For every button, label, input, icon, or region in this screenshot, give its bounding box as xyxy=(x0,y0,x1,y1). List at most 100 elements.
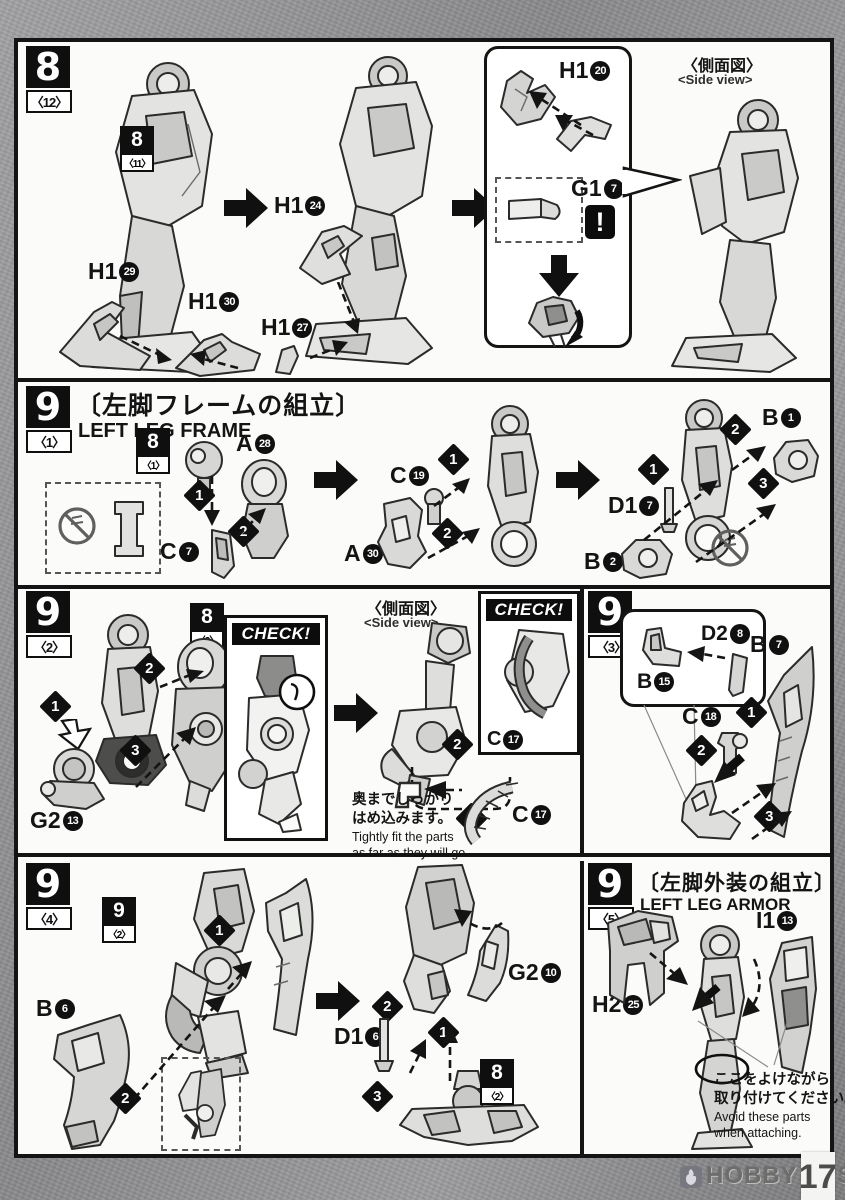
step-number: 9 xyxy=(26,386,70,428)
part-number-circle: 30 xyxy=(219,291,240,312)
part-number-circle: 13 xyxy=(777,910,798,931)
part-code: H1 xyxy=(261,314,291,340)
illustration-check-detail-2 xyxy=(504,629,570,719)
white-arrow xyxy=(57,719,93,751)
part-code: D1 xyxy=(608,492,638,518)
next-step-arrow xyxy=(224,188,268,228)
step9-5-panel: 9 〈5〉 〔左脚外装の組立〕 LEFT LEG ARMOR H2 25 xyxy=(584,861,845,1158)
part-code: B xyxy=(750,631,767,657)
step9-4-5-section: 9 〈4〉 9 〈2〉 xyxy=(18,861,845,1158)
part-code: H1 xyxy=(88,258,118,284)
step-number: 9 xyxy=(26,863,70,905)
part-code: G2 xyxy=(30,807,61,833)
part-number-circle: 6 xyxy=(54,998,75,1019)
avoid-note: ここをよけながら 取り付けてください。 Avoid these parts wh… xyxy=(714,1071,845,1141)
part-label-i1-13: I1 13 xyxy=(756,907,798,934)
step9-3-panel: 9 〈3〉 B 15 D2 xyxy=(584,589,830,853)
part-code: I1 xyxy=(756,907,776,933)
illustration-foot-armor-left xyxy=(59,301,151,371)
illustration-g2-13-part xyxy=(40,748,105,810)
step-substep: 〈4〉 xyxy=(26,907,72,930)
part-label-h1-27: H1 27 xyxy=(261,314,313,341)
illustration-foot-armor-right xyxy=(175,333,261,377)
next-step-arrow xyxy=(334,693,378,733)
note-en-line1: Avoid these parts xyxy=(714,1109,811,1124)
section-title-jp: 〔左脚フレームの組立〕 xyxy=(76,392,362,420)
next-step-arrow xyxy=(556,460,600,500)
note-jp-line2: はめ込みます。 xyxy=(352,810,453,827)
order-marker-1: 1 xyxy=(427,1016,460,1049)
part-number-circle: 7 xyxy=(768,634,789,655)
illustration-shin-armor-right xyxy=(265,878,314,1036)
step9-1-badge: 9 〈1〉 xyxy=(26,386,72,453)
side-view-label-jp: 〈側面図〉 xyxy=(682,58,763,75)
order-marker-3: 3 xyxy=(361,1080,394,1113)
side-view-label-en: <Side view> xyxy=(364,615,439,630)
illustration-c7-bracket xyxy=(211,529,235,579)
prohibition-inset-box xyxy=(45,482,161,574)
next-step-arrow xyxy=(314,460,358,500)
part-number-circle: 25 xyxy=(623,994,644,1015)
part-label-b-1: B 1 xyxy=(762,404,801,431)
part-number-circle: 7 xyxy=(639,495,660,516)
ref-substep: 〈11〉 xyxy=(120,153,154,172)
side-view-label-jp: 〈側面図〉 xyxy=(366,601,447,618)
part-number-circle: 17 xyxy=(503,729,524,750)
part-label-d1-7: D1 7 xyxy=(608,492,660,519)
part-label-b-6: B 6 xyxy=(36,995,75,1022)
part-code: H1 xyxy=(188,288,218,314)
section-title-en: LEFT LEG ARMOR xyxy=(640,895,791,914)
ref-label-9-2: 9 〈2〉 xyxy=(102,897,136,943)
step9-4-badge: 9 〈4〉 xyxy=(26,863,72,930)
part-code: H1 xyxy=(559,57,589,83)
illustration-frame-leg xyxy=(487,405,539,567)
part-code: C xyxy=(682,703,699,729)
ref-substep: 〈1〉 xyxy=(136,455,170,474)
ref-step: 9 xyxy=(102,897,136,924)
part-label-h1-24: H1 24 xyxy=(274,192,326,219)
step-substep: 〈2〉 xyxy=(26,635,72,658)
illustration-peg-part xyxy=(114,501,144,557)
down-arrow xyxy=(539,255,579,297)
step-substep: 〈12〉 xyxy=(26,90,72,113)
illustration-h2-25-thigh-armor xyxy=(607,910,679,1006)
part-number-circle: 13 xyxy=(62,810,83,831)
part-number-circle: 10 xyxy=(540,962,561,983)
part-label-g2-10: G2 10 xyxy=(508,959,561,986)
part-number-circle: 24 xyxy=(305,195,326,216)
illustration-cable-c17 xyxy=(464,780,519,846)
illustration-foot-unit xyxy=(399,1070,539,1146)
watermark-brand-right: SEARCH xyxy=(838,1152,845,1200)
part-number-circle: 15 xyxy=(654,672,675,692)
prohibition-icon xyxy=(711,529,749,567)
check-box-1: CHECK! xyxy=(224,615,328,841)
part-code: G2 xyxy=(508,959,539,985)
step-number: 9 xyxy=(588,863,632,905)
illustration-inset-detail xyxy=(178,1068,226,1140)
section-title-jp: 〔左脚外装の組立〕 xyxy=(638,872,836,895)
part-code: B xyxy=(762,404,779,430)
part-label-c-17: C 17 xyxy=(512,801,551,828)
watermark-brand-left: HOBBY xyxy=(706,1162,798,1189)
part-label-h1-29: H1 29 xyxy=(88,258,140,285)
part-number-circle: 28 xyxy=(254,433,275,454)
illustration-hip-joint-part xyxy=(241,459,289,559)
part-number-circle: 19 xyxy=(408,465,429,486)
part-code: A xyxy=(344,540,361,566)
part-number-circle: 20 xyxy=(590,60,611,81)
illustration-b15-part xyxy=(642,627,682,667)
illustration-shin-armor-left xyxy=(53,1014,130,1150)
part-number-circle: 17 xyxy=(530,804,551,825)
instruction-page: 8 〈12〉 8 〈11〉 H1 xyxy=(14,38,845,1158)
part-label-c-17-check: C 17 xyxy=(487,728,524,751)
part-label-h1-20: H1 20 xyxy=(559,57,611,84)
illustration-ankle-base xyxy=(681,780,741,840)
part-label-g1-7: G1 7 xyxy=(571,175,624,202)
note-jp-line2: 取り付けてください。 xyxy=(714,1090,845,1107)
part-code: A xyxy=(236,430,253,456)
illustration-rotating-part xyxy=(528,296,584,348)
part-label-a-30: A 30 xyxy=(344,540,383,567)
illustration-d2-8-peg xyxy=(728,653,748,697)
illustration-pin-d1-7 xyxy=(660,487,678,533)
